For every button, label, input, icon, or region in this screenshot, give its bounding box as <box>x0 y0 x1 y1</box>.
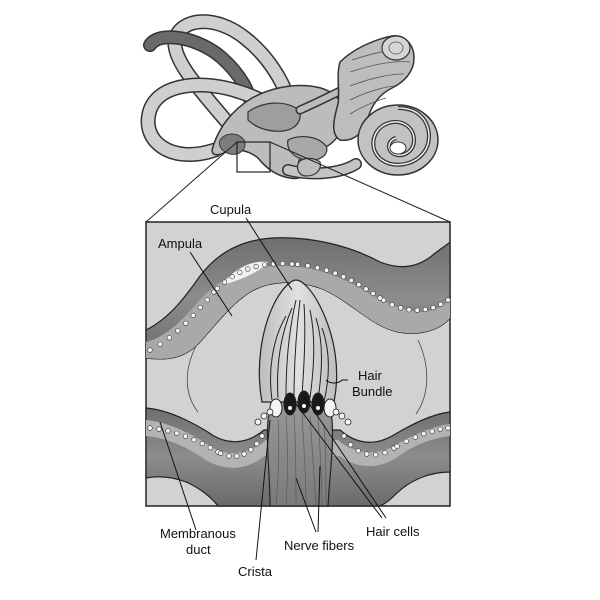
cupula <box>258 279 338 403</box>
labels: Cupula Ampula Hair Bundle Membranous duc… <box>158 202 420 579</box>
epithelium-bead <box>381 297 387 303</box>
epithelium-bead <box>332 270 338 276</box>
label-membranous-line2: duct <box>186 542 211 557</box>
epithelium-bead <box>245 266 251 272</box>
epithelium-bead <box>356 282 362 288</box>
epithelium-bead <box>197 304 203 311</box>
epithelium-bead <box>437 426 443 432</box>
epithelium-bead <box>406 307 412 313</box>
epithelium-bead <box>175 328 181 334</box>
epithelium-bead <box>174 430 180 436</box>
epithelium-lower <box>147 425 451 459</box>
epithelium-bead <box>253 263 259 270</box>
epithelium-bead <box>394 443 400 449</box>
epithelium-bead <box>183 320 189 326</box>
epithelium-bead <box>373 452 379 458</box>
epithelium-bead <box>214 285 220 292</box>
ampulla-enlargement <box>145 221 451 507</box>
epithelium-bead <box>348 277 354 284</box>
epithelium-bead <box>363 286 369 292</box>
epithelium-bead <box>182 433 189 439</box>
epithelium-bead <box>370 290 376 297</box>
epithelium-bead <box>229 274 235 280</box>
epithelium-bead <box>165 428 171 434</box>
epithelium-bead <box>156 426 162 432</box>
epithelium-bead <box>226 453 232 459</box>
label-crista: Crista <box>238 564 273 579</box>
epithelium-bead <box>403 438 409 444</box>
epithelium-bead <box>438 301 444 308</box>
epithelium-bead <box>364 451 370 457</box>
epithelium-bead <box>259 433 265 439</box>
epithelium-bead <box>421 431 427 437</box>
epithelium-bead <box>445 297 451 303</box>
label-hair-bundle-line2: Bundle <box>352 384 392 399</box>
epithelium-bead <box>254 441 260 447</box>
epithelium-bead <box>248 447 254 453</box>
epithelium-bead <box>445 425 451 431</box>
label-cupula: Cupula <box>210 202 252 217</box>
epithelium-bead <box>305 263 311 269</box>
epithelium-bead <box>190 312 196 319</box>
epithelium-bead <box>398 305 404 311</box>
epithelium-bead <box>323 267 330 273</box>
epithelium-bead <box>314 265 321 271</box>
epithelium-bead <box>191 437 197 443</box>
epithelium-bead <box>157 341 163 347</box>
epithelium-bead <box>166 335 172 341</box>
epithelium-bead <box>234 453 240 459</box>
epithelium-bead <box>377 295 383 301</box>
label-membranous-line1: Membranous <box>160 526 236 541</box>
epithelium-bead <box>207 445 213 451</box>
labyrinth-illustration <box>140 14 439 180</box>
epithelium-bead <box>241 451 247 457</box>
label-hair-cells: Hair cells <box>366 524 420 539</box>
epithelium-upper <box>147 261 451 353</box>
zoom-box <box>236 141 271 173</box>
epithelium-bead <box>147 347 153 353</box>
epithelium-bead <box>199 440 205 447</box>
label-nerve-fibers: Nerve fibers <box>284 538 355 553</box>
epithelium-bead <box>237 269 243 276</box>
epithelium-bead <box>218 450 224 457</box>
epithelium-bead <box>348 442 354 448</box>
epithelium-bead <box>382 450 388 456</box>
epithelium-bead <box>280 261 286 267</box>
upper-duct-wall <box>145 237 451 360</box>
epithelium-bead <box>341 433 347 439</box>
label-ampula: Ampula <box>158 236 203 251</box>
hair-bundle <box>270 299 329 403</box>
epithelium-bead <box>289 261 295 267</box>
utricle <box>247 102 301 132</box>
nerve-fiber-strands <box>275 413 327 507</box>
epithelium-bead <box>340 274 347 280</box>
label-hair-bundle-line1: Hair <box>358 368 383 383</box>
epithelium-bead <box>295 261 301 268</box>
epithelium-bead <box>430 305 436 311</box>
epithelium-bead <box>389 302 395 308</box>
epithelium-bead <box>412 434 418 440</box>
epithelium-bead <box>262 262 268 268</box>
epithelium-bead <box>429 428 435 434</box>
epithelium-bead <box>422 306 428 313</box>
cochlea <box>357 104 439 176</box>
epithelium-bead <box>204 297 210 303</box>
epithelium-bead <box>147 425 153 431</box>
epithelium-bead <box>222 279 228 285</box>
epithelium-bead <box>355 448 361 454</box>
leader-lines <box>159 217 387 561</box>
epithelium-bead <box>414 307 420 313</box>
zoom-lines <box>145 141 451 223</box>
